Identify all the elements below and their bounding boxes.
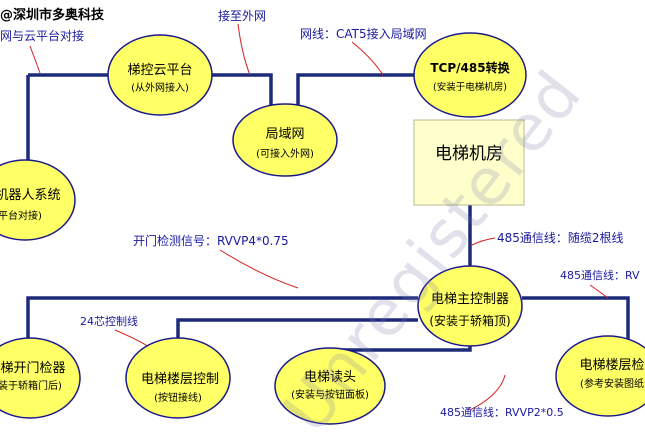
pointer-door-signal — [219, 249, 299, 289]
main-controller-node — [417, 265, 523, 347]
cable-24-annotation: 24芯控制线 — [80, 314, 138, 328]
lan-title: 局域网 — [265, 127, 304, 142]
reader-node — [274, 347, 386, 425]
system-diagram: 电梯机房 梯控云平台 (从外网接入) 局域网 (可接入外网) TCP/485转换… — [0, 8, 645, 425]
network-cable-annotation: 网线：CAT5接入局域网 — [300, 26, 427, 41]
bus-485-right-annotation: 485通信线：RV — [560, 268, 640, 282]
floor-detector-node — [555, 335, 645, 417]
converter-node — [413, 32, 527, 118]
pointer-485-bottom — [469, 374, 506, 411]
lan-node — [232, 103, 338, 177]
lan-subtitle: (可接入外网) — [256, 147, 314, 160]
door-detector-node — [0, 337, 81, 419]
door-detector-title: 梯开门检器 — [0, 361, 65, 376]
floor-detector-title: 电梯楼层检 — [579, 358, 644, 373]
machine-room-box — [413, 119, 525, 206]
cloud-platform-node — [107, 34, 213, 116]
machine-room-label: 电梯机房 — [435, 144, 503, 164]
pointer-network — [351, 41, 384, 76]
pointer-external — [237, 23, 251, 76]
pointer-cloud-link — [29, 45, 41, 74]
bus-485-bottom-annotation: 485通信线：RVVP2*0.5 — [440, 405, 564, 419]
main-controller-title: 电梯主控制器 — [431, 292, 509, 307]
door-signal-annotation: 开门检测信号：RVVP4*0.75 — [133, 233, 289, 248]
brand-label: @深圳市多奥科技 — [0, 8, 105, 23]
floor-control-node — [125, 337, 231, 419]
cloud-platform-title: 梯控云平台 — [127, 63, 192, 78]
reader-title: 电梯读头 — [304, 370, 356, 385]
cloud-link-annotation: 网与云平台对接 — [0, 28, 84, 43]
cloud-lan-link — [211, 73, 273, 108]
floor-detector-link — [522, 296, 630, 345]
reader-subtitle: (安装与按钮面板) — [291, 388, 369, 401]
floor-detector-subtitle: (参考安装图纸 — [580, 377, 644, 390]
external-annotation: 接至外网 — [218, 8, 266, 23]
converter-subtitle: (安装于电梯机房) — [433, 81, 507, 93]
floor-control-title: 电梯楼层控制 — [141, 372, 219, 387]
pointer-485-right — [589, 284, 609, 299]
robot-title: 机器人系统 — [0, 188, 61, 203]
main-controller-subtitle: (安装于轿箱顶) — [429, 313, 510, 328]
cloud-platform-subtitle: (从外网接入) — [131, 81, 189, 94]
door-detector-subtitle: 装于轿箱门后) — [0, 379, 62, 392]
floor-control-subtitle: (按钮接线) — [154, 391, 202, 404]
door-detector-link — [26, 296, 418, 345]
robot-node — [0, 159, 76, 241]
pointer-485 — [471, 237, 496, 246]
robot-subtitle: 平台对接) — [0, 209, 42, 222]
bus-485-annotation: 485通信线：随缆2根线 — [497, 230, 624, 245]
converter-title: TCP/485转换 — [430, 60, 510, 75]
lan-converter-link — [296, 73, 415, 112]
